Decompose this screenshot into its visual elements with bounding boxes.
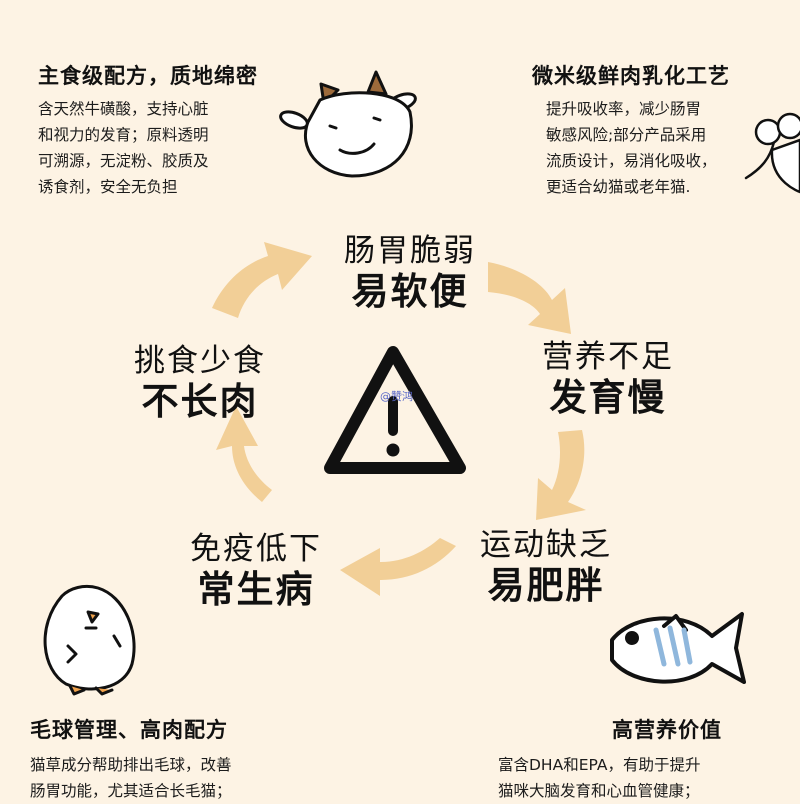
- feature-text-staple-formula: 含天然牛磺酸，支持心脏 和视力的发育；原料透明 可溯源，无淀粉、胶质及 诱食剂，…: [38, 100, 209, 196]
- cycle-node-nutrition-line1: 营养不足: [542, 339, 674, 375]
- watermark: @赞鸿: [380, 390, 413, 403]
- cycle-node-immunity-line2: 常生病: [197, 568, 315, 611]
- arrow-1-to-2: [488, 262, 571, 334]
- cycle-node-picky-line2: 不长肉: [141, 380, 259, 423]
- feature-title-staple-formula: 主食级配方，质地绵密: [38, 64, 258, 88]
- chick-icon: [43, 584, 136, 696]
- cycle-node-picky: 挑食少食 不长肉: [110, 342, 290, 424]
- feature-text-hairball: 猫草成分帮助排出毛球，改善 肠胃功能，尤其适合长毛猫；: [30, 756, 232, 800]
- feature-title-hairball: 毛球管理、高肉配方: [30, 718, 228, 742]
- arrow-3-to-4: [340, 538, 456, 596]
- cow-icon: [279, 70, 417, 178]
- feature-text-emulsion-process: 提升吸收率，减少肠胃 敏感风险;部分产品采用 流质设计，易消化吸收， 更适合幼猫…: [546, 100, 717, 196]
- cycle-node-exercise-line2: 易肥胖: [487, 564, 605, 607]
- feature-text-nutrition: 富含DHA和EPA，有助于提升 猫咪大脑发育和心血管健康；: [498, 756, 701, 800]
- cycle-node-gut: 肠胃脆弱 易软便: [320, 232, 500, 314]
- cycle-node-gut-line2: 易软便: [351, 270, 469, 313]
- mouse-icon: [744, 112, 800, 194]
- arrow-4-to-5: [216, 406, 272, 502]
- cycle-node-nutrition: 营养不足 发育慢: [518, 338, 698, 420]
- cycle-node-immunity: 免疫低下 常生病: [166, 530, 346, 612]
- feature-title-nutrition: 高营养价值: [612, 718, 722, 742]
- arrow-2-to-3: [536, 430, 586, 520]
- fish-icon: [610, 612, 746, 684]
- cycle-node-exercise: 运动缺乏 易肥胖: [456, 526, 636, 608]
- cycle-node-nutrition-line2: 发育慢: [549, 376, 667, 419]
- warning-triangle-icon: [324, 346, 466, 474]
- cycle-node-gut-line1: 肠胃脆弱: [344, 233, 476, 269]
- cycle-node-picky-line1: 挑食少食: [134, 343, 266, 379]
- cycle-node-exercise-line1: 运动缺乏: [480, 527, 612, 563]
- feature-title-emulsion-process: 微米级鲜肉乳化工艺: [532, 64, 730, 88]
- cycle-arrows: [212, 242, 586, 596]
- cycle-node-immunity-line1: 免疫低下: [190, 531, 322, 567]
- arrow-5-to-1: [212, 242, 312, 318]
